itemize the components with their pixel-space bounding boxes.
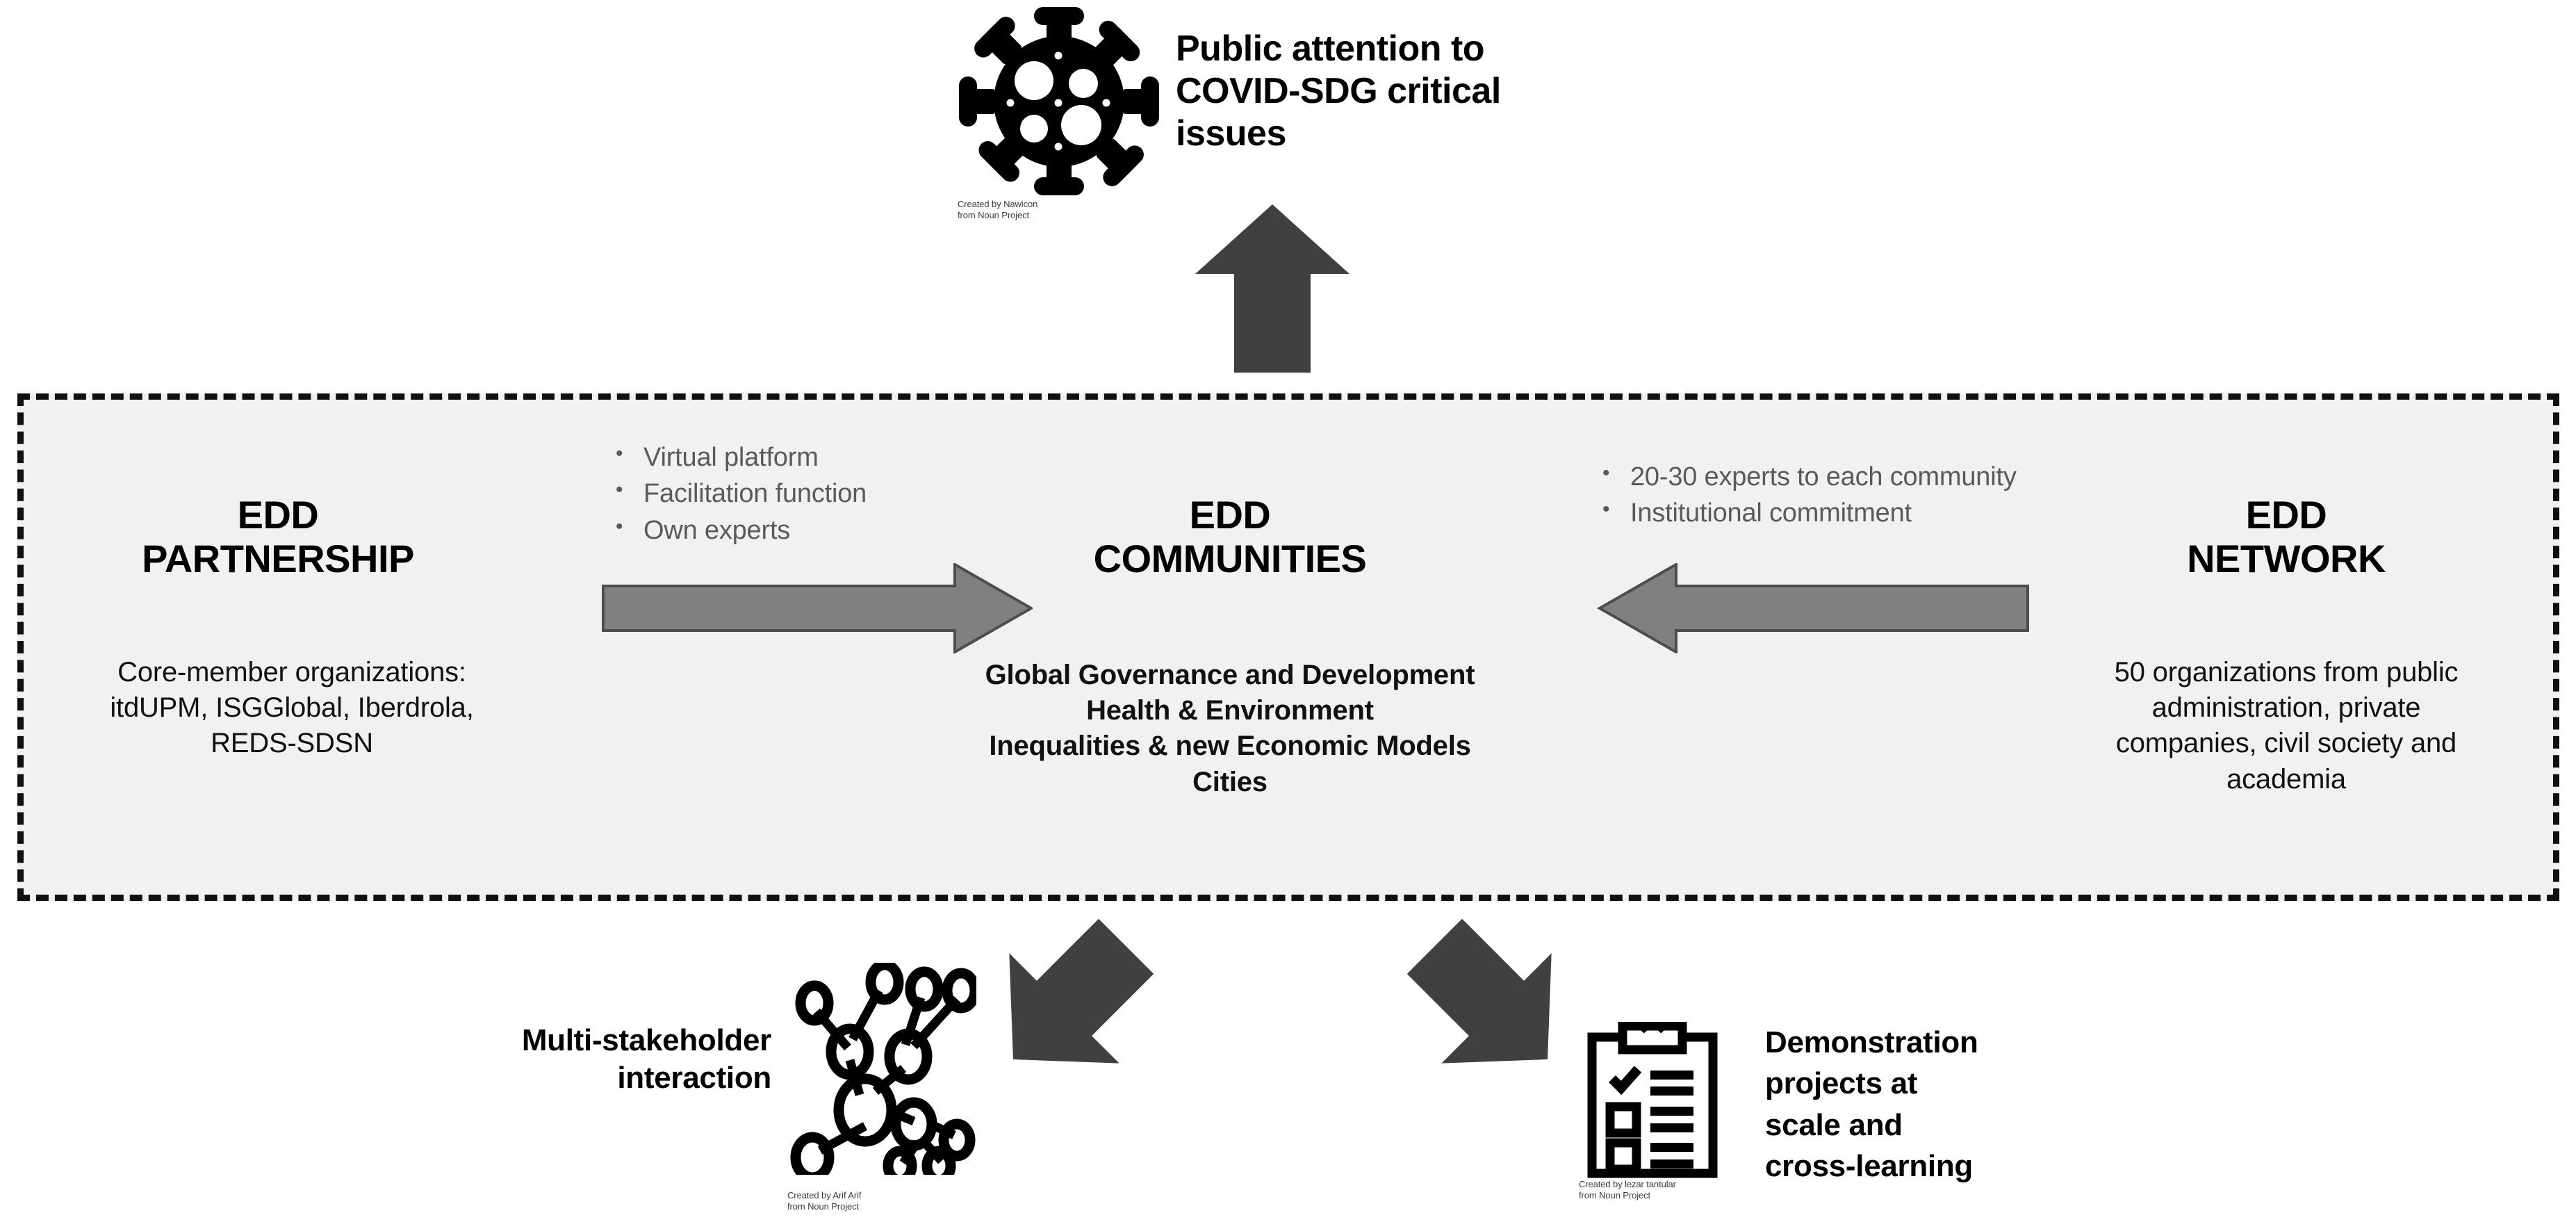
- edd-communities-title: EDD COMMUNITIES: [1093, 493, 1367, 580]
- demonstration-projects-label: Demonstration projects at scale and cros…: [1765, 1025, 1978, 1184]
- edd-network-title: EDD NETWORK: [2187, 493, 2386, 580]
- edd-network-body: 50 organizations from public administrat…: [2114, 657, 2459, 795]
- coronavirus-icon: [959, 7, 1159, 195]
- arrow-left-icon: [1596, 563, 2029, 653]
- virus-icon-attribution: Created by Nawicon from Noun Project: [958, 199, 1038, 220]
- edd-partnership-body: Core-member organizations: itdUPM, ISGGl…: [110, 657, 474, 759]
- network-nodes-icon: [790, 963, 976, 1175]
- arrow-down-left-icon: [1009, 919, 1154, 1064]
- list-item: 20-30 experts to each community: [1602, 459, 2168, 495]
- multi-stakeholder-label: Multi-stakeholder interaction: [521, 1023, 771, 1095]
- clipboard-checklist-icon: [1587, 1022, 1718, 1178]
- edd-structure-panel: [17, 393, 2559, 901]
- partnership-contributions-list: Virtual platform Facilitation function O…: [612, 439, 1042, 548]
- arrow-right-icon: [602, 563, 1033, 653]
- coronavirus-icon-block: [958, 6, 1166, 228]
- list-item: Institutional commitment: [1602, 495, 2168, 531]
- arrow-down-right-icon: [1406, 919, 1552, 1064]
- up-arrow-icon: [1195, 204, 1349, 373]
- network-contributions-list: 20-30 experts to each community Institut…: [1598, 459, 2168, 532]
- edd-communities-body: Global Governance and Development Health…: [985, 660, 1475, 797]
- covid-attention-heading: Public attention to COVID-SDG critical i…: [1176, 29, 1501, 154]
- list-item: Own experts: [616, 512, 1042, 548]
- clipboard-icon-attribution: Created by lezar tantular from Noun Proj…: [1579, 1179, 1676, 1200]
- list-item: Virtual platform: [616, 439, 1042, 475]
- edd-partnership-title: EDD PARTNERSHIP: [142, 493, 414, 580]
- network-icon-attribution: Created by Arif Arif from Noun Project: [787, 1190, 862, 1212]
- list-item: Facilitation function: [616, 475, 1042, 512]
